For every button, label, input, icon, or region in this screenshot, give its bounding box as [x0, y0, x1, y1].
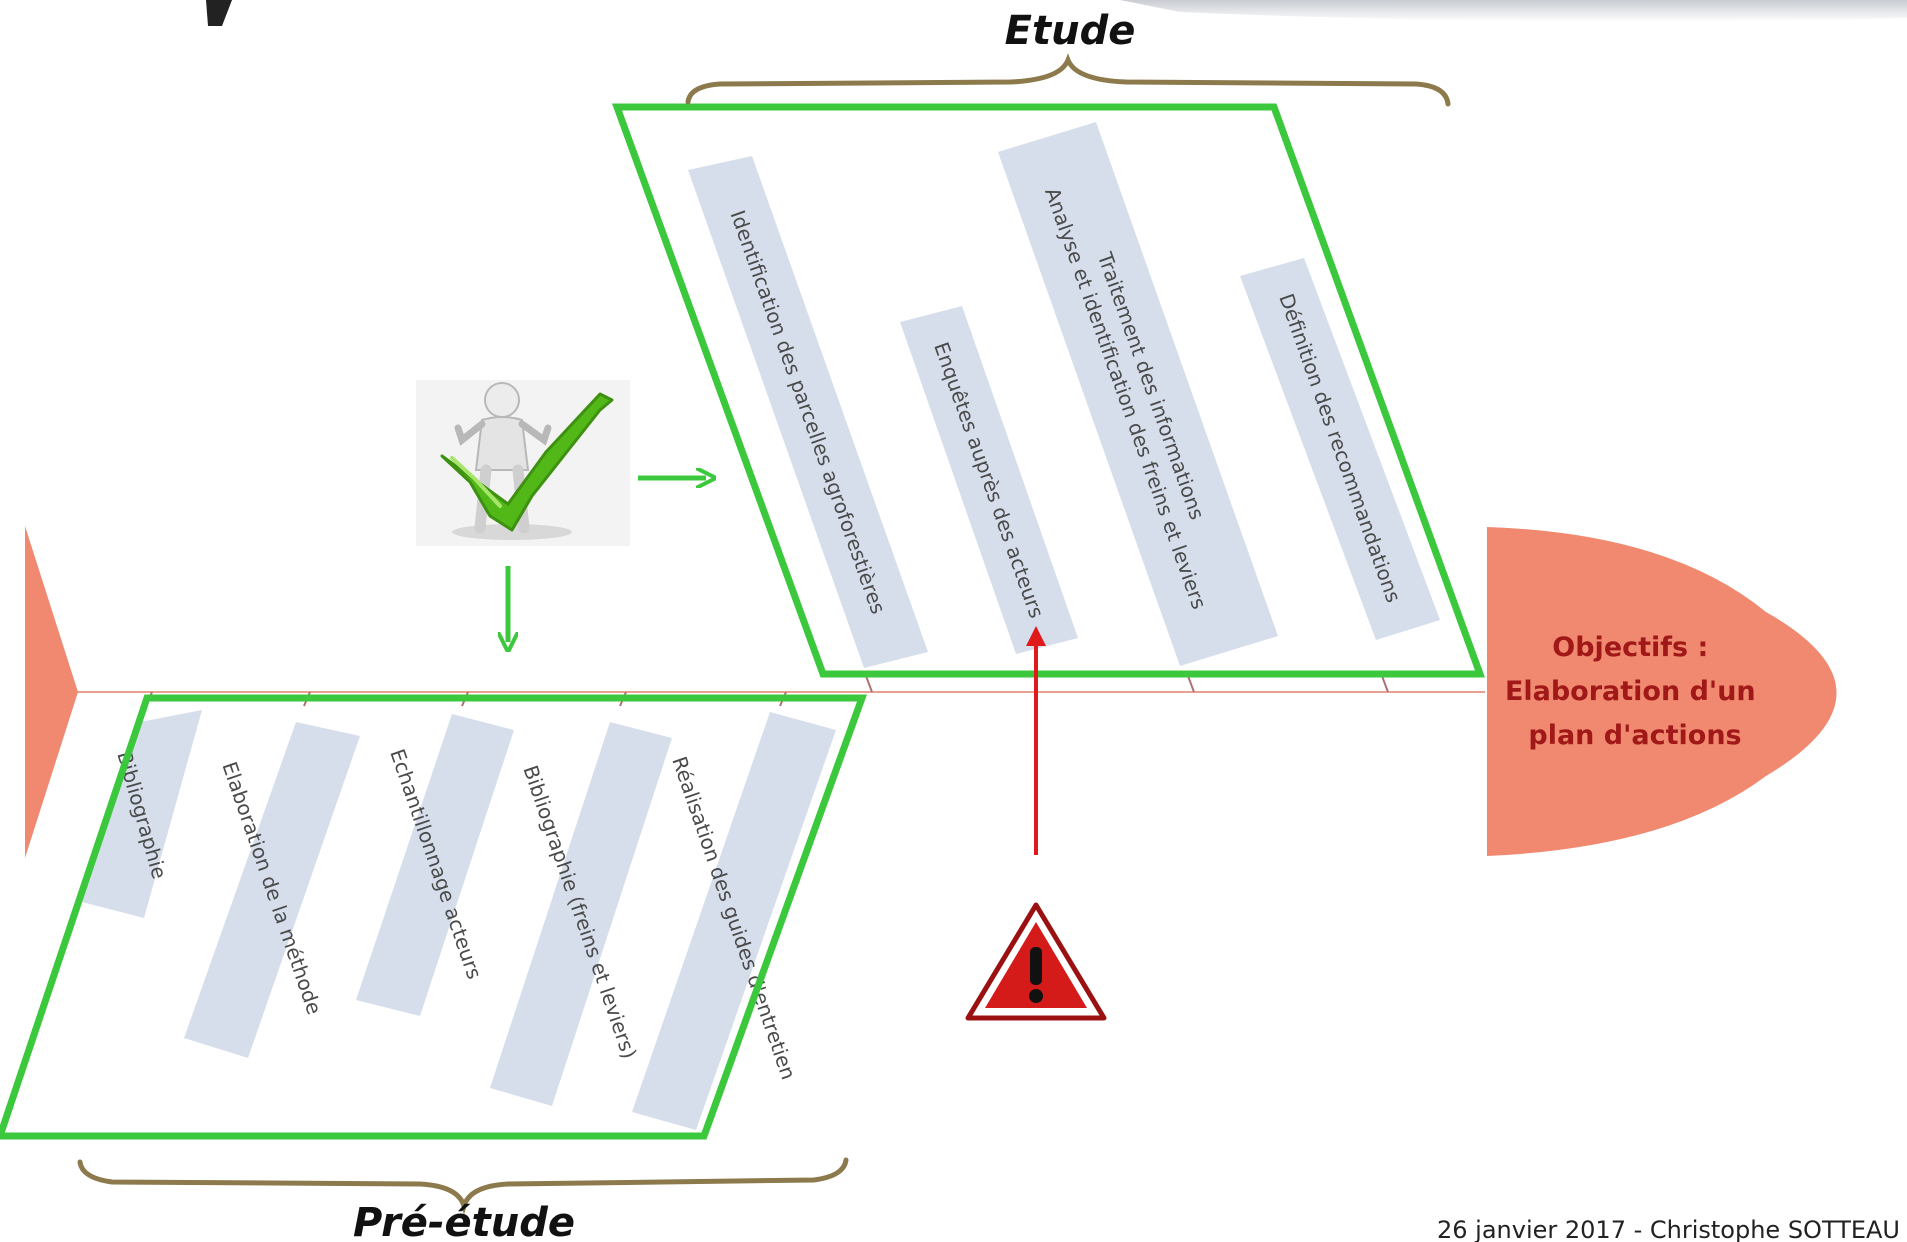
pre-etude-box-5: Réalisation des guides d'entretien: [632, 712, 836, 1130]
fishbone-tail: [25, 526, 78, 858]
objective-text: Objectifs : Elaboration d'un plan d'acti…: [1505, 632, 1765, 751]
objective-line-1: Objectifs :: [1552, 632, 1708, 663]
pre-etude-brace: [77, 1157, 849, 1215]
svg-text:Enquêtes auprès des acteurs: Enquêtes auprès des acteurs: [929, 339, 1049, 621]
etude-box-1-text: Identification des parcelles agroforesti…: [726, 207, 891, 617]
footer-text: 26 janvier 2017 - Christophe SOTTEAU: [1437, 1216, 1900, 1242]
warning-triangle-icon: [965, 902, 1107, 1021]
pre-etude-box-1: Bibliographie: [82, 710, 202, 918]
etude-brace: [685, 53, 1451, 107]
etude-box-4-text: Définition des recommandations: [1274, 290, 1405, 605]
pre-etude-highlight-frame: [0, 694, 867, 1140]
etude-highlight-frame: [612, 103, 1485, 678]
pre-etude-label: Pré-étude: [353, 1200, 575, 1242]
etude-box-2-text: Enquêtes auprès des acteurs: [929, 339, 1049, 621]
svg-text:Définition des recommandations: Définition des recommandations: [1274, 290, 1405, 605]
objective-line-2: Elaboration d'un: [1505, 676, 1756, 707]
header-swoosh: [1120, 0, 1907, 22]
etude-box-2: Enquêtes auprès des acteurs: [900, 306, 1078, 654]
etude-box-4: Définition des recommandations: [1240, 258, 1440, 640]
etude-box-1: Identification des parcelles agroforesti…: [688, 156, 928, 668]
pre-etude-box-3: Echantillonnage acteurs: [356, 714, 514, 1016]
pre-etude-box-2: Elaboration de la méthode: [184, 722, 360, 1058]
svg-text:Identification des parcelles a: Identification des parcelles agroforesti…: [726, 207, 891, 617]
title-fragment: [206, 0, 232, 26]
objective-line-3: plan d'actions: [1528, 720, 1741, 751]
etude-label: Etude: [1005, 8, 1136, 54]
pre-etude-box-4: Bibliographie (freins et leviers): [490, 722, 672, 1106]
fishbone-head: [1487, 527, 1837, 856]
person-with-checkmark-icon: [416, 380, 630, 546]
